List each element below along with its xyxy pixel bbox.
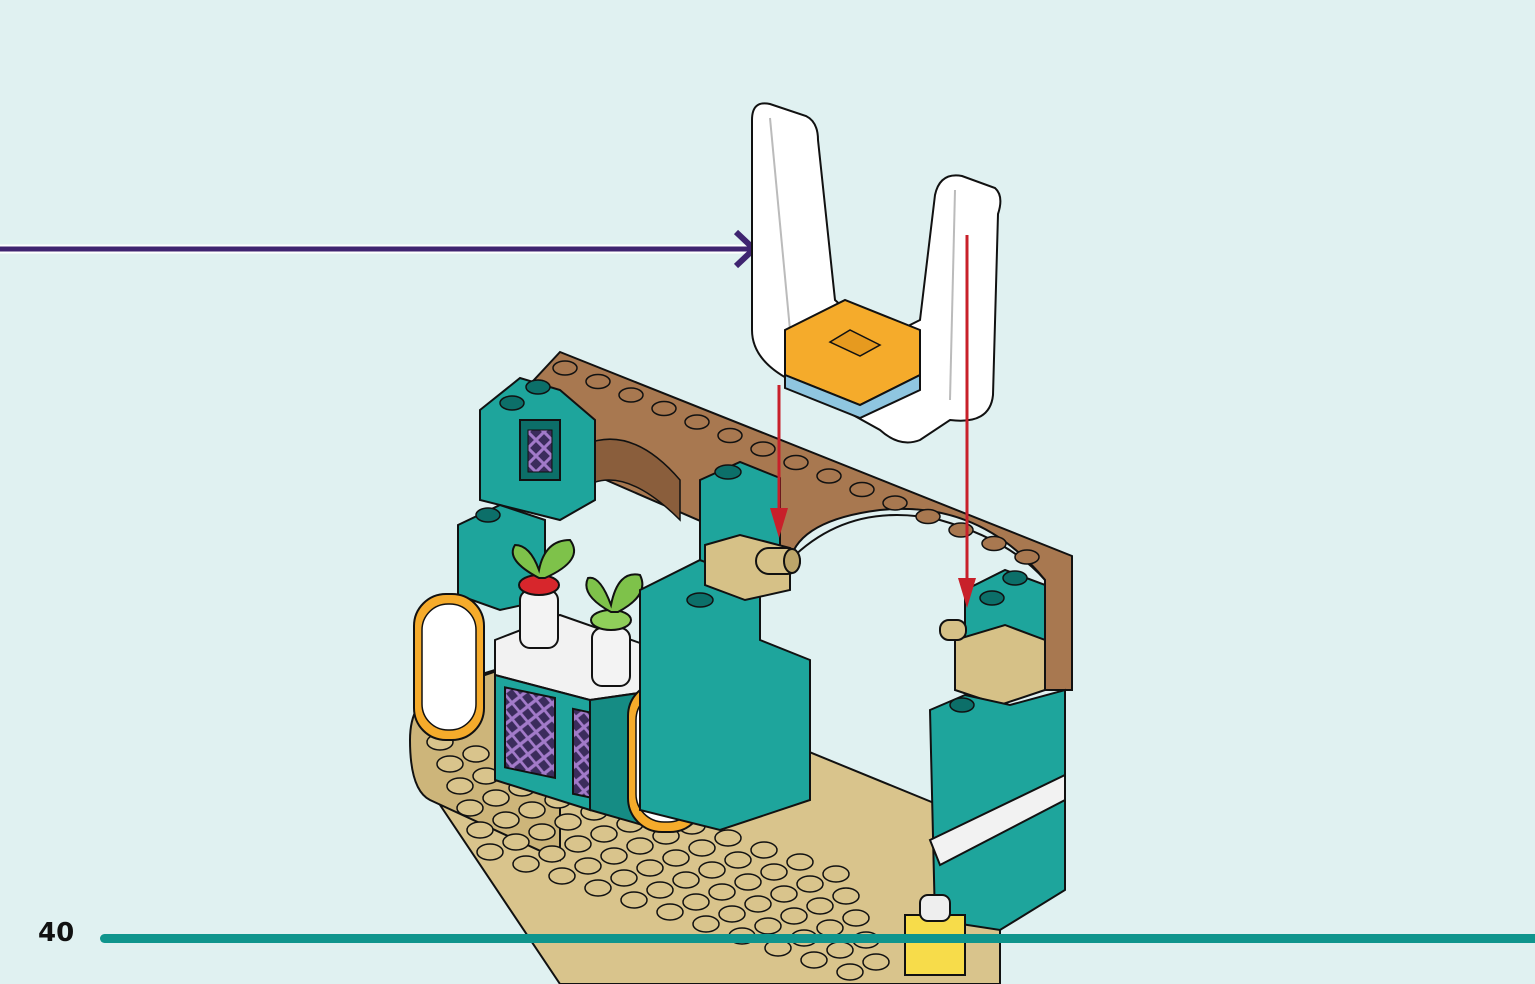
middle-teal-arch [639,460,811,832]
baseplate-stud [672,871,700,889]
baseplate-stud [548,867,576,885]
baseplate-stud [806,897,834,915]
beam-stud [1014,549,1040,565]
baseplate-stud [698,861,726,879]
baseplate-stud [770,885,798,903]
beam-stud [915,508,941,525]
baseplate-stud [610,869,638,887]
page-number: 40 [38,918,75,948]
placement-arrow-right [958,235,976,608]
baseplate-stud [800,951,828,969]
beam-stud [783,454,809,471]
baseplate-stud [750,841,778,859]
baseplate-stud [826,941,854,959]
beam-stud [849,481,875,498]
baseplate-stud [626,837,654,855]
baseplate-stud [786,853,814,871]
baseplate-stud [620,891,648,909]
baseplate-stud [862,953,890,971]
right-teal-arch [928,568,1066,932]
callout-arrow [0,229,757,269]
baseplate-stud [590,825,618,843]
baseplate-stud [456,799,484,817]
baseplate-stud [462,745,490,763]
beam-stud [816,468,842,484]
placement-arrow-left [770,385,788,538]
baseplate-stud [714,829,742,847]
beam-stud [684,414,710,430]
baseplate-stud [482,789,510,807]
beam-stud [981,535,1007,552]
baseplate-stud [502,833,530,851]
baseplate-stud [466,821,494,839]
baseplate-stud [744,895,772,913]
baseplate-stud [822,865,850,883]
beam-stud [948,522,974,538]
baseplate-stud [600,847,628,865]
potted-plant-icon [511,538,644,687]
baseplate-stud [842,909,870,927]
left-teal-tower [457,376,596,612]
baseplate-stud [436,755,464,773]
beam-stud [585,373,611,390]
baseplate-stud [760,863,788,881]
beam-stud [750,441,776,457]
baseplate-stud [446,777,474,795]
beam-stud [618,387,644,403]
progress-bar [100,934,1535,943]
baseplate-stud [554,813,582,831]
beam-stud [882,495,908,511]
baseplate-stud [836,963,864,981]
baseplate-stud [646,881,674,899]
baseplate-stud [512,855,540,873]
baseplate-stud [636,859,664,877]
baseplate-stud [564,835,592,853]
baseplate-stud [656,903,684,921]
beam-stud [717,427,743,444]
baseplate-stud [492,811,520,829]
baseplate-stud [796,875,824,893]
baseplate-stud [574,857,602,875]
beam-stud [552,360,578,376]
baseplate-stud [780,907,808,925]
baseplate-stud [708,883,736,901]
baseplate-stud [688,839,716,857]
baseplate-stud [682,893,710,911]
swing-seat-icon [751,102,1002,444]
baseplate-stud [832,887,860,905]
baseplate-stud [476,843,504,861]
baseplate-stud [734,873,762,891]
baseplate-stud [584,879,612,897]
beam-stud [651,400,677,417]
baseplate-stud [754,917,782,935]
baseplate-stud [528,823,556,841]
baseplate-stud [718,905,746,923]
baseplate-stud [538,845,566,863]
baseplate-stud [692,915,720,933]
baseplate-stud [662,849,690,867]
baseplate-stud [518,801,546,819]
small-bottle-piece [904,894,966,976]
baseplate-stud [724,851,752,869]
